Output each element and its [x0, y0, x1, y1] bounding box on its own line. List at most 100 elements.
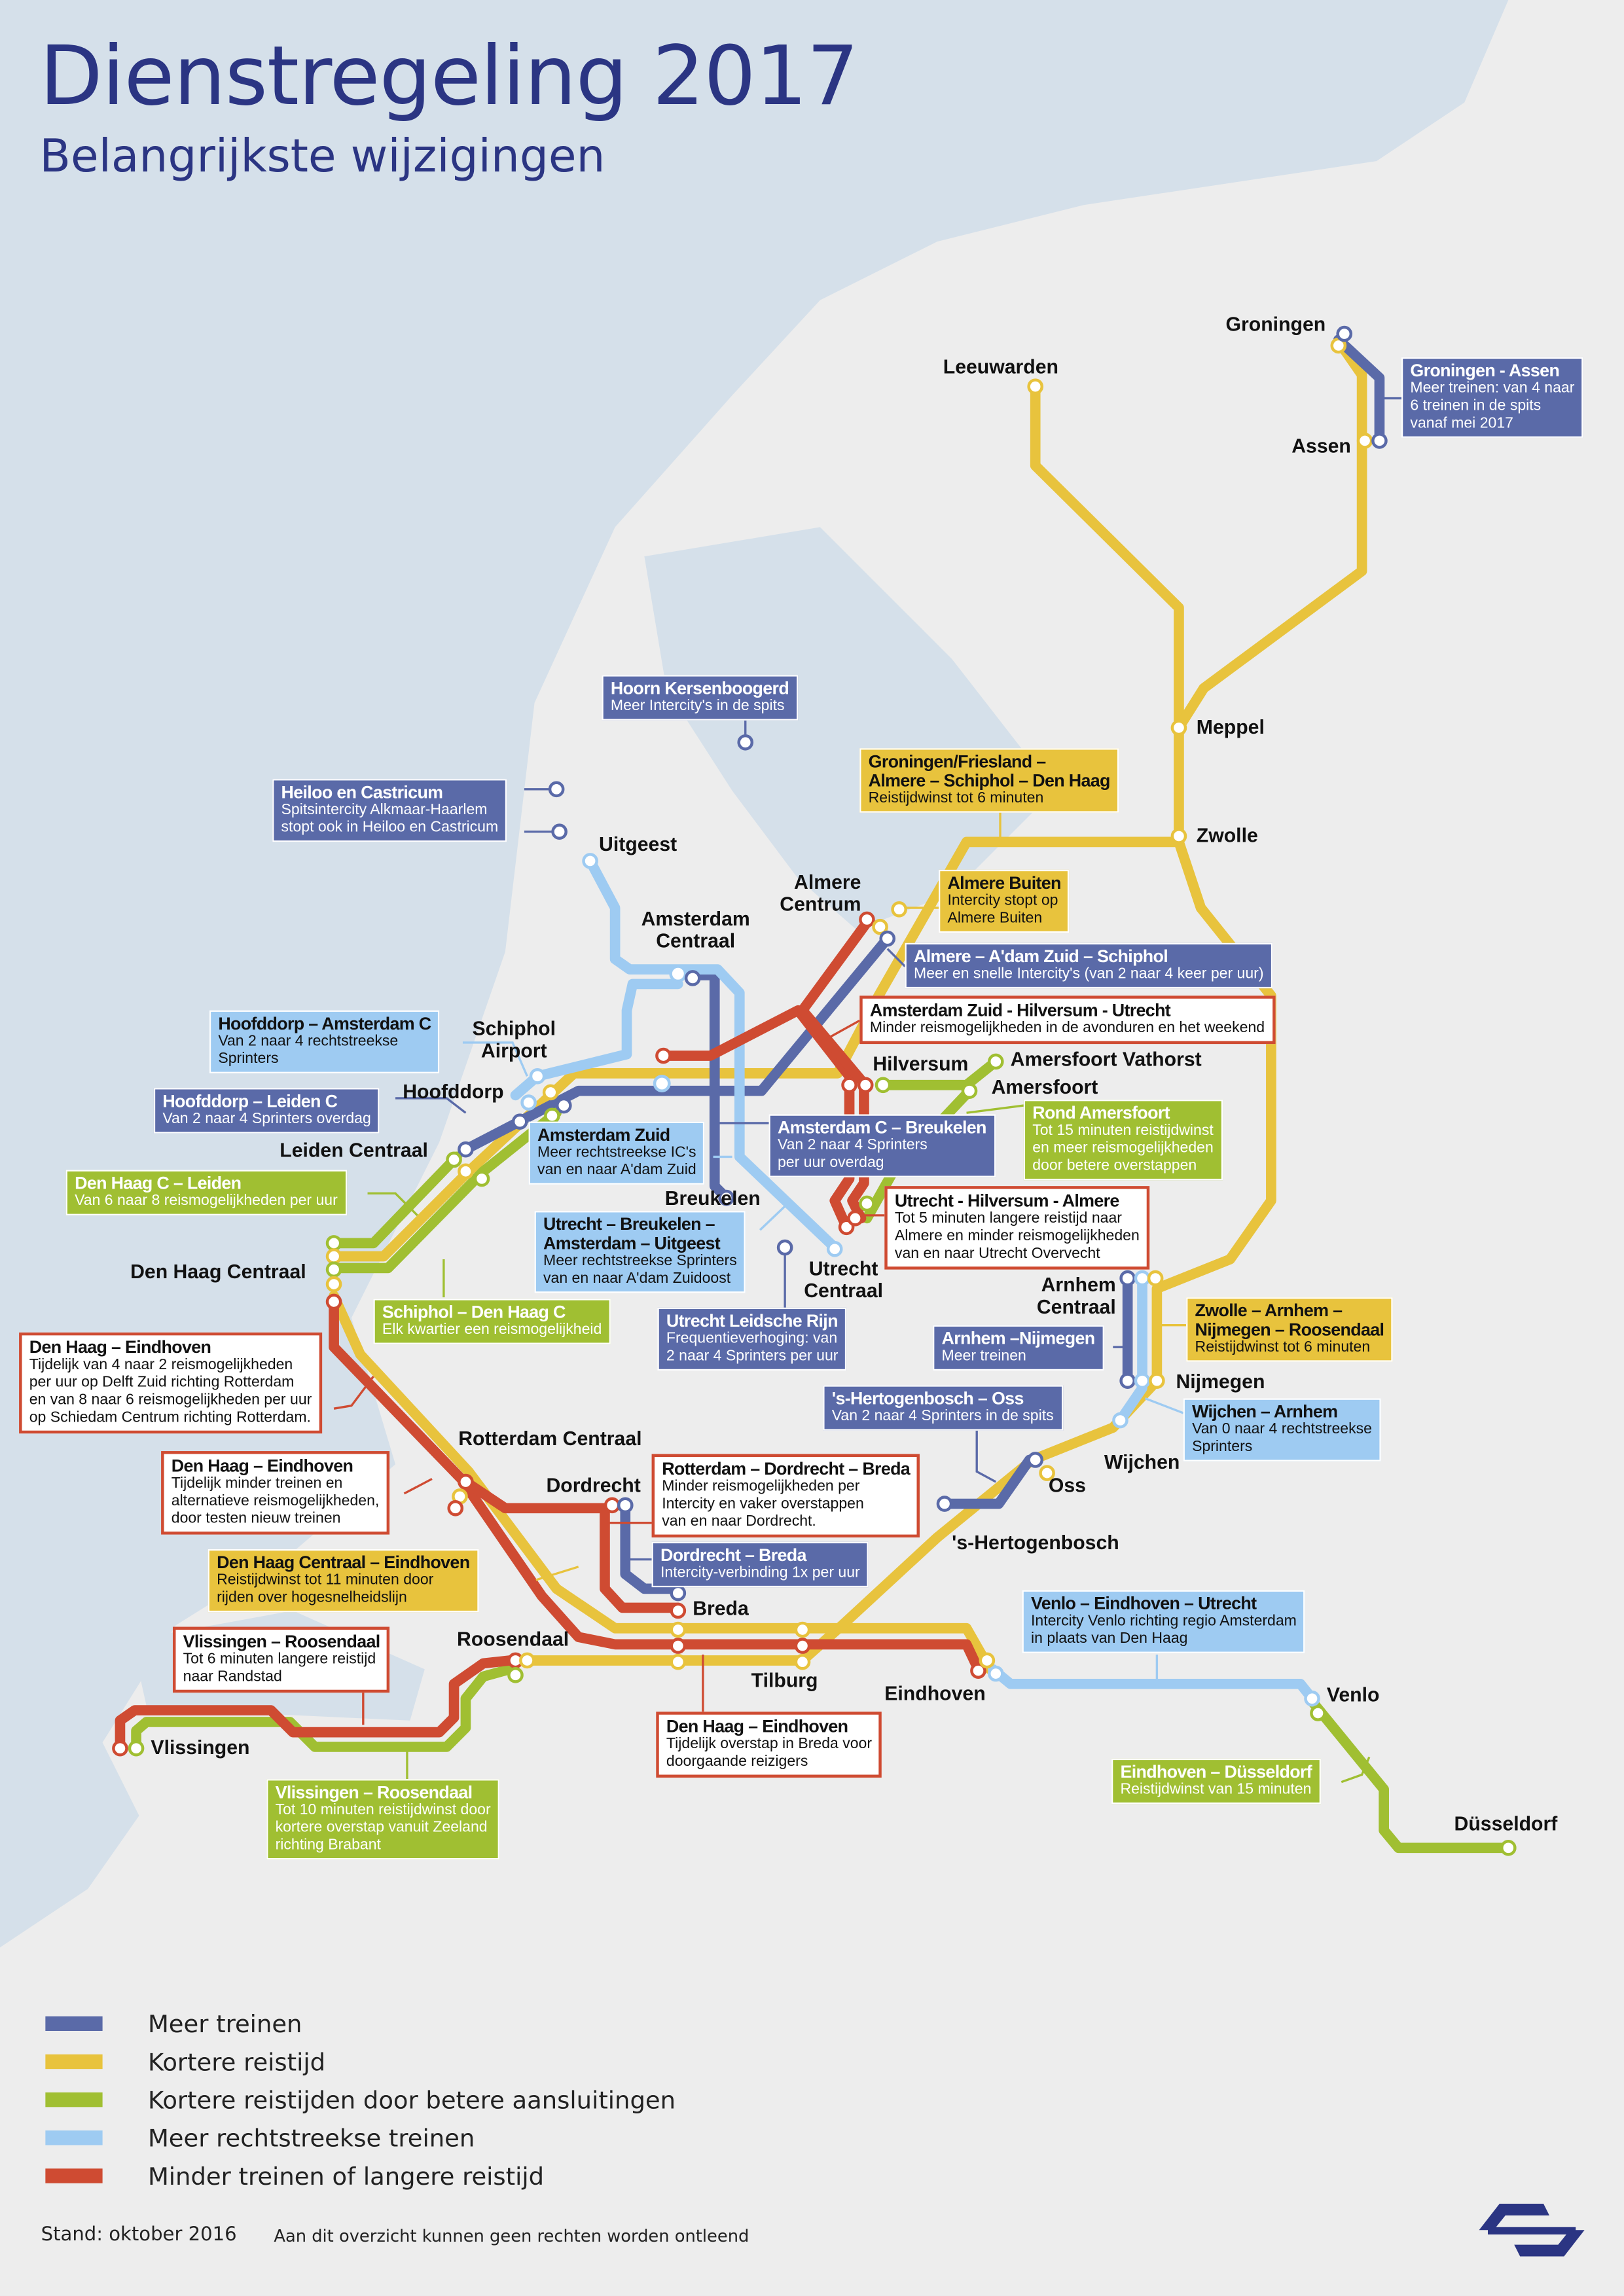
callout-title: Utrecht Leidsche Rijn [666, 1310, 839, 1331]
station-breda: Breda [693, 1597, 749, 1620]
callout-title: Rotterdam – Dordrecht – Breda [662, 1458, 911, 1479]
legend-item-kortere-reistijd: Kortere reistijd [45, 2043, 676, 2081]
line-aansluiting-denhaag-leiden [329, 1151, 462, 1249]
callout-text: Intercity Venlo richting regio Amsterdam… [1030, 1613, 1297, 1647]
callout-text: Van 2 naar 4 Sprinters per uur overdag [777, 1138, 928, 1172]
line-meer-treinen-oss [939, 1454, 1035, 1509]
callout-text: Van 2 naar 4 Sprinters in de spits [831, 1408, 1054, 1425]
line-minder-vlissingen [115, 1655, 515, 1752]
station-groningen: Groningen [1225, 313, 1326, 336]
callout-title: Arnhem –Nijmegen [941, 1328, 1096, 1349]
callout-title: Groningen/Friesland – Almere – Schiphol … [868, 751, 1111, 791]
station-amersfoort: Amersfoort [991, 1076, 1098, 1098]
callout-title: 's-Hertogenbosch – Oss [831, 1388, 1024, 1409]
station-roosendaal: Roosendaal [457, 1628, 569, 1651]
station-vlissingen: Vlissingen [151, 1736, 250, 1759]
station-leeuwarden: Leeuwarden [943, 355, 1059, 378]
callout-title: Heiloo en Castricum [281, 781, 443, 802]
ns-logo-icon [1479, 2203, 1585, 2257]
line-meer-treinen-dordrecht-breda [620, 1500, 683, 1594]
callout-text: Meer rechtstreekse Sprinters van en naar… [543, 1253, 737, 1287]
callout-title: Amsterdam Zuid [537, 1124, 670, 1145]
callout-title: Den Haag C – Leiden [75, 1172, 242, 1194]
legend-label: Kortere reistijd [147, 2047, 326, 2076]
callout-text: Intercity-verbinding 1x per uur [660, 1565, 860, 1582]
callout-text: Reistijdwinst tot 6 minuten [1195, 1340, 1371, 1356]
callout-text: Minder reismogelijkheden in de avonduren… [869, 1020, 1265, 1037]
callout-text: Elk kwartier een reismogelijkheid [382, 1322, 602, 1338]
station-arnhem-centraal: Arnhem Centraal [1036, 1274, 1116, 1318]
callout-text: Reistijdwinst tot 11 minuten door rijden… [217, 1572, 434, 1607]
legend-item-rechtstreekse-treinen: Meer rechtstreekse treinen [45, 2119, 676, 2157]
legend-swatch [45, 2016, 103, 2031]
legend: Meer treinen Kortere reistijd Kortere re… [45, 2005, 676, 2195]
callout-title: Amsterdam Zuid - Hilversum - Utrecht [869, 1000, 1171, 1021]
callout-text: Intercity stopt op Almere Buiten [947, 893, 1058, 927]
station-schiphol-airport: Schiphol Airport [472, 1017, 556, 1062]
callout-title: Groningen - Assen [1410, 360, 1560, 381]
station-nijmegen: Nijmegen [1176, 1371, 1265, 1393]
station-tilburg: Tilburg [751, 1669, 818, 1691]
station-uitgeest: Uitgeest [599, 833, 677, 855]
callout-title: Hoofddorp – Amsterdam C [218, 1013, 431, 1034]
legend-label: Kortere reistijden door betere aansluiti… [147, 2085, 676, 2114]
callout-text: Tijdelijk overstap in Breda voor doorgaa… [666, 1736, 873, 1770]
station-eindhoven: Eindhoven [884, 1682, 986, 1705]
callout-title: Schiphol – Den Haag C [382, 1301, 566, 1323]
callout-text: Meer treinen [941, 1348, 1026, 1365]
page-subtitle: Belangrijkste wijzigingen [39, 130, 605, 183]
station-meppel: Meppel [1196, 715, 1265, 738]
callout-title: Rond Amersfoort [1032, 1102, 1170, 1123]
line-kortere-reistijd-denhaag-eindhoven [329, 1291, 996, 1675]
station-s-hertogenbosch: 's-Hertogenbosch [952, 1532, 1119, 1554]
callout-title: Amsterdam C – Breukelen [777, 1117, 986, 1138]
legend-label: Meer treinen [147, 2009, 302, 2038]
callout-text: Van 2 naar 4 rechtstreekse Sprinters [218, 1033, 399, 1067]
station-assen: Assen [1291, 435, 1351, 457]
callout-title: Dordrecht – Breda [660, 1545, 807, 1566]
callout-text: Meer en snelle Intercity's (van 2 naar 4… [914, 966, 1264, 983]
callout-text: Tot 6 minuten langere reistijd naar Rand… [183, 1651, 376, 1686]
callout-title: Vlissingen – Roosendaal [183, 1631, 381, 1652]
legend-item-betere-aansluitingen: Kortere reistijden door betere aansluiti… [45, 2081, 676, 2119]
page-title: Dienstregeling 2017 [39, 29, 859, 125]
station-hoofddorp: Hoofddorp [403, 1081, 504, 1103]
legend-swatch [45, 2054, 103, 2070]
callout-title: Venlo – Eindhoven – Utrecht [1030, 1593, 1257, 1614]
station-oss: Oss [1048, 1474, 1086, 1497]
station-venlo: Venlo [1326, 1683, 1380, 1706]
callout-text: Van 2 naar 4 Sprinters overdag [162, 1111, 371, 1128]
callout-text: Tot 10 minuten reistijdwinst door korter… [275, 1802, 491, 1854]
station-dordrecht: Dordrecht [546, 1474, 641, 1497]
callout-title: Eindhoven – Düsseldorf [1120, 1761, 1312, 1782]
callout-title: Almere Buiten [947, 872, 1061, 893]
line-minder-rotterdam-dordrecht [460, 1477, 683, 1613]
callout-title: Den Haag Centraal – Eindhoven [217, 1552, 470, 1573]
callout-title: Vlissingen – Roosendaal [275, 1782, 473, 1803]
station-leiden-centraal: Leiden Centraal [280, 1139, 428, 1162]
callout-text: Frequentieverhoging: van 2 naar 4 Sprint… [666, 1331, 839, 1365]
line-kortere-reistijd-groningen [1174, 336, 1367, 733]
callout-title: Utrecht - Hilversum - Almere [894, 1190, 1119, 1211]
line-meer-treinen-amsterdam-breukelen [683, 970, 732, 1203]
legend-swatch [45, 2092, 103, 2108]
callout-title: Hoorn Kersenboogerd [610, 677, 789, 699]
